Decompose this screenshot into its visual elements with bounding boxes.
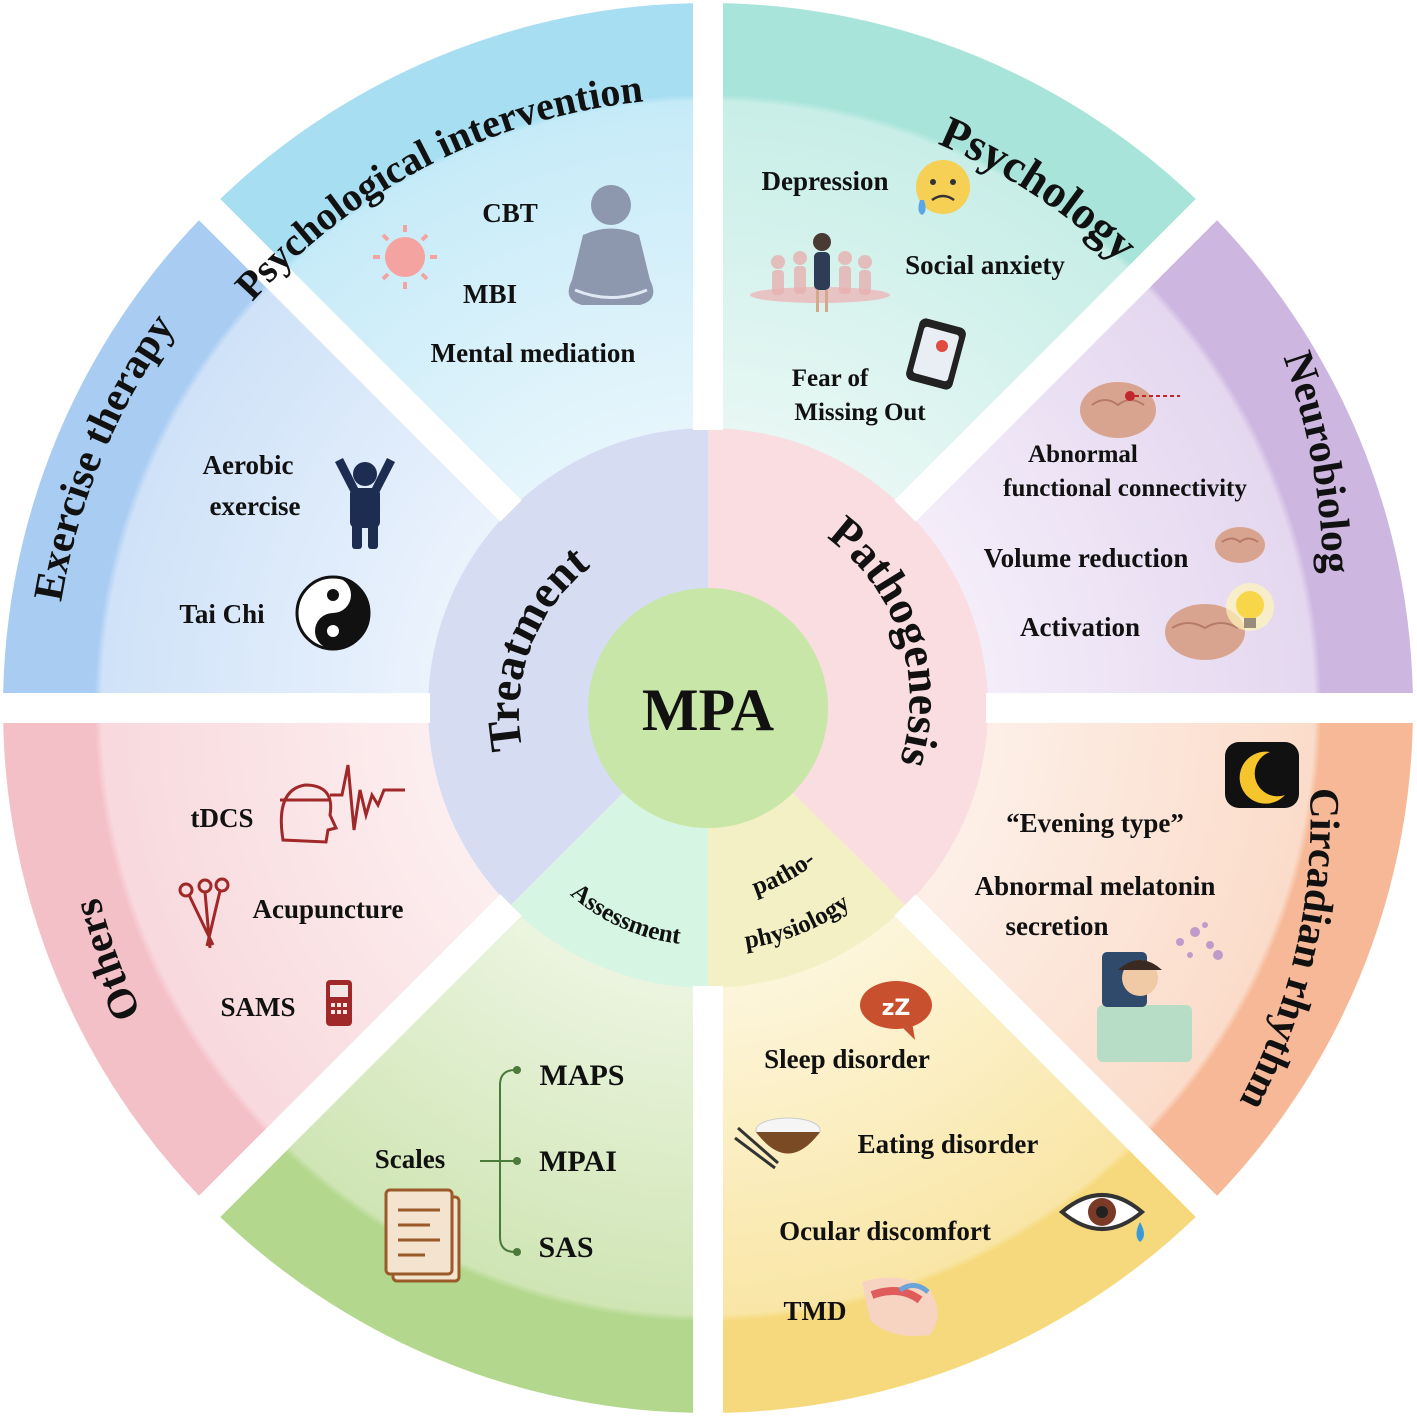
scales-bracket-dots: [513, 1066, 521, 1256]
mobile-phone-icon: [326, 980, 352, 1026]
pathophysiology-ring-segment: [708, 791, 906, 988]
evening-type-label: “Evening type”: [1006, 808, 1184, 838]
abnormal-connectivity-label-line2: functional connectivity: [1003, 475, 1247, 502]
yin-yang-icon: [295, 575, 371, 651]
aerobic-exercise-label-line1: Aerobic: [203, 450, 294, 480]
sleep-disorder-label: Sleep disorder: [764, 1044, 930, 1074]
assessment-sector: [209, 904, 708, 1413]
volume-reduction-label: Volume reduction: [984, 543, 1189, 573]
mental-mediation-label: Mental mediation: [431, 338, 636, 368]
moon-stars-icon: ★ ★: [1225, 742, 1299, 808]
sams-label: SAMS: [220, 992, 295, 1022]
depression-label: Depression: [761, 166, 888, 196]
others-sector: [3, 708, 512, 1207]
jaw-joint-icon: [862, 1277, 938, 1336]
sleeping-person-icon: [1097, 922, 1223, 1062]
scales-bracket: [480, 1069, 516, 1253]
neurobiology-sector: [904, 209, 1413, 708]
brain-connectivity-icon: [1080, 382, 1180, 438]
mbi-label: MBI: [463, 279, 517, 309]
brain-lightbulb-icon: [1165, 583, 1274, 660]
treatment-ring-segment: [428, 428, 708, 906]
mpai-label: MPAI: [539, 1145, 617, 1178]
fomo-label-line2: Missing Out: [794, 399, 926, 426]
maps-label: MAPS: [540, 1059, 625, 1092]
circadian-rhythm-sector: [904, 708, 1413, 1207]
abnormal-melatonin-label-line2: secretion: [1006, 911, 1109, 941]
eating-disorder-label: Eating disorder: [858, 1129, 1039, 1159]
pathogenesis-ring-segment: [708, 428, 989, 906]
cbt-label: CBT: [482, 198, 538, 228]
fomo-label-line1: Fear of: [792, 365, 869, 392]
person-arms-up-icon: [335, 458, 395, 549]
aerobic-exercise-label-line2: exercise: [210, 491, 301, 521]
psychology-sector: [708, 3, 1207, 512]
center-label: MPA: [642, 677, 774, 743]
rice-bowl-icon: [734, 1117, 821, 1170]
exercise-therapy-sector: [3, 209, 512, 708]
scales-label: Scales: [375, 1144, 446, 1174]
abnormal-connectivity-label-line1: Abnormal: [1028, 441, 1138, 468]
meditation-person-icon: [568, 185, 654, 305]
center-circle: [588, 588, 828, 828]
acupuncture-label: Acupuncture: [252, 894, 403, 924]
svg-text:★: ★: [1240, 766, 1253, 782]
pathophysiology-sector: [708, 904, 1207, 1413]
tdcs-label: tDCS: [190, 803, 253, 833]
sas-label: SAS: [538, 1231, 593, 1264]
ocular-discomfort-label: Ocular discomfort: [779, 1216, 991, 1246]
teary-eye-icon: [1058, 1193, 1146, 1242]
tmd-label: TMD: [784, 1296, 847, 1326]
tai-chi-label: Tai Chi: [179, 599, 265, 629]
assessment-ring-segment: [510, 791, 708, 988]
brain-small-icon: [1215, 527, 1265, 563]
document-icon: [384, 1188, 461, 1283]
svg-text:zZ: zZ: [882, 996, 911, 1021]
activation-label: Activation: [1020, 612, 1140, 642]
abnormal-melatonin-label-line1: Abnormal melatonin: [975, 871, 1216, 901]
phone-map-icon: [906, 318, 966, 390]
crowd-anxiety-icon: [750, 233, 890, 312]
sun-icon: [373, 225, 437, 289]
sad-face-icon: [916, 160, 970, 215]
svg-text:★: ★: [1248, 790, 1257, 801]
social-anxiety-label: Social anxiety: [905, 250, 1065, 280]
acupuncture-needles-icon: [178, 877, 230, 949]
sleep-bubble-icon: zZ: [860, 981, 932, 1040]
brain-stimulation-icon: [279, 764, 405, 844]
psychological-intervention-sector: [209, 3, 708, 512]
